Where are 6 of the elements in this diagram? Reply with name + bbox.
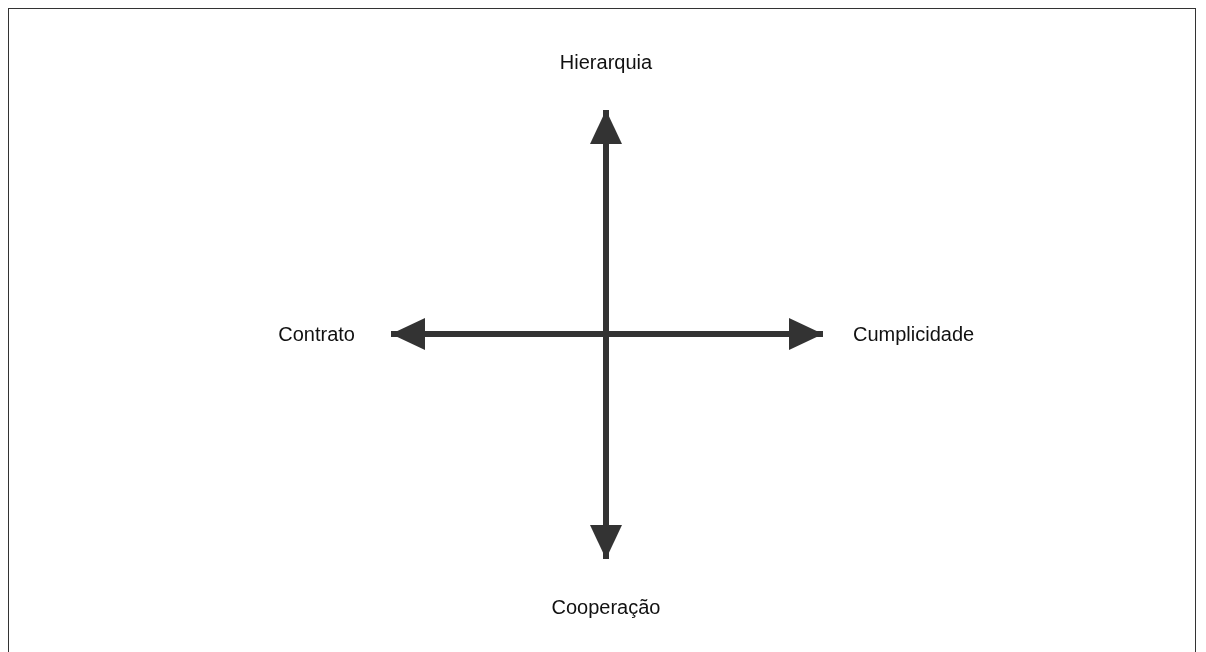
- axis-label: Hierarquia: [506, 50, 706, 110]
- double-arrow: [590, 110, 622, 559]
- double-arrow: [391, 318, 823, 350]
- axis-label: Contrato: [235, 322, 391, 346]
- axis-label: Cumplicidade: [823, 322, 1023, 346]
- axis-label: Cooperação: [506, 559, 706, 619]
